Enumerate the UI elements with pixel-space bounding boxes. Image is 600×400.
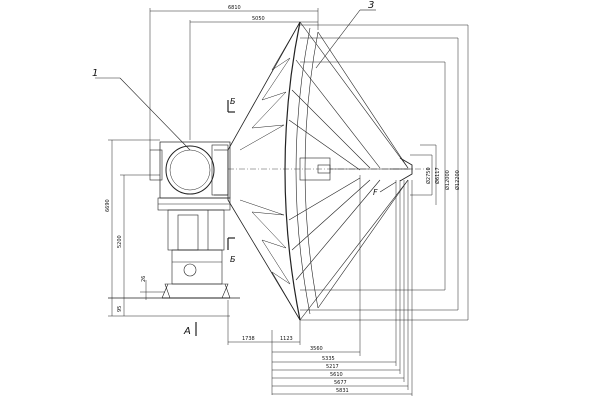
dim-12000: Ø12000 <box>444 170 451 190</box>
left-dimension-lines <box>108 139 230 317</box>
dim-5335: 5335 <box>322 356 335 362</box>
bottom-dimension-lines <box>227 175 413 396</box>
reflector-dish <box>227 21 430 321</box>
dim-1738: 1738 <box>242 336 255 342</box>
dim-1123: 1123 <box>280 336 293 342</box>
dim-6810: 6810 <box>228 5 241 11</box>
top-dimension-lines <box>149 8 469 321</box>
view-a: A <box>183 326 191 337</box>
dim-5610: 5610 <box>330 372 343 378</box>
callout-1: 1 <box>92 68 98 79</box>
antenna-mount <box>149 141 231 299</box>
dim-26: 26 <box>141 276 147 282</box>
dim-5217: 5217 <box>326 364 339 370</box>
dim-2750: Ø2750 <box>425 167 432 184</box>
dim-12200: Ø12200 <box>454 170 461 190</box>
section-b-top: Б <box>230 97 236 106</box>
dim-6117: Ø6117 <box>434 167 441 184</box>
section-b-bottom: Б <box>230 255 236 264</box>
dim-3560: 3560 <box>310 346 323 352</box>
dim-6690: 6690 <box>105 199 111 212</box>
dim-95: 95 <box>117 306 123 312</box>
dim-5831: 5831 <box>336 388 349 394</box>
dim-5200: 5200 <box>117 235 123 248</box>
callout-3: 3 <box>368 0 374 11</box>
dim-5050: 5050 <box>252 16 265 22</box>
focus-label: F <box>373 188 378 197</box>
dim-5677: 5677 <box>334 380 347 386</box>
